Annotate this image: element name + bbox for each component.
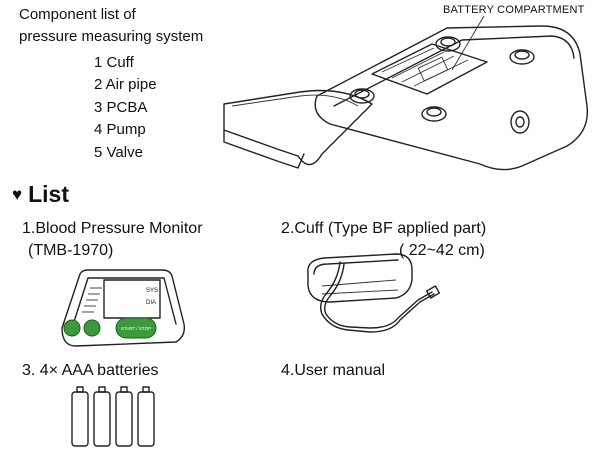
list-item-user-manual: 4.User manual bbox=[281, 360, 385, 382]
cuff-illustration bbox=[307, 253, 441, 333]
list-heading: ♥ List bbox=[12, 181, 69, 208]
dia-label: DIA bbox=[146, 300, 156, 306]
start-stop-button bbox=[115, 317, 157, 339]
item-title: 2.Cuff (Type BF applied part) bbox=[281, 220, 487, 237]
batteries-illustration bbox=[71, 386, 155, 447]
intro-line-2: pressure measuring system bbox=[19, 28, 204, 45]
intro-line-1: Component list of bbox=[19, 6, 136, 23]
list-item-cuff: 2.Cuff (Type BF applied part) ( 22~42 cm… bbox=[281, 218, 486, 262]
item-title: 1.Blood Pressure Monitor bbox=[22, 220, 203, 237]
component-list-intro: Component list of pressure measuring sys… bbox=[19, 4, 203, 48]
component-list: 1 Cuff 2 Air pipe 3 PCBA 4 Pump 5 Valve bbox=[94, 52, 157, 164]
green-button bbox=[83, 319, 101, 337]
list-item-batteries: 3. 4× AAA batteries bbox=[22, 360, 159, 382]
component-item: 1 Cuff bbox=[94, 54, 134, 71]
list-heading-text: List bbox=[28, 181, 69, 207]
component-item: 3 PCBA bbox=[94, 98, 148, 116]
battery-compartment-label: BATTERY COMPARTMENT bbox=[443, 4, 585, 16]
heart-icon: ♥ bbox=[12, 185, 23, 204]
component-item: 2 Air pipe bbox=[94, 76, 157, 94]
component-item: 4 Pump bbox=[94, 121, 146, 139]
item-title: 3. 4× AAA batteries bbox=[22, 362, 159, 379]
blood-pressure-monitor-illustration: SYS DIA START / STOP bbox=[61, 269, 186, 347]
start-stop-label: START / STOP bbox=[121, 326, 151, 331]
component-item: 5 Valve bbox=[94, 143, 143, 161]
item-title: 4.User manual bbox=[281, 362, 386, 379]
item-model: (TMB-1970) bbox=[28, 242, 114, 259]
battery-compartment-illustration bbox=[223, 15, 589, 171]
list-item-monitor: 1.Blood Pressure Monitor (TMB-1970) bbox=[22, 218, 203, 262]
item-size: ( 22~42 cm) bbox=[399, 242, 485, 259]
green-button bbox=[63, 319, 81, 337]
sys-label: SYS bbox=[146, 288, 158, 294]
